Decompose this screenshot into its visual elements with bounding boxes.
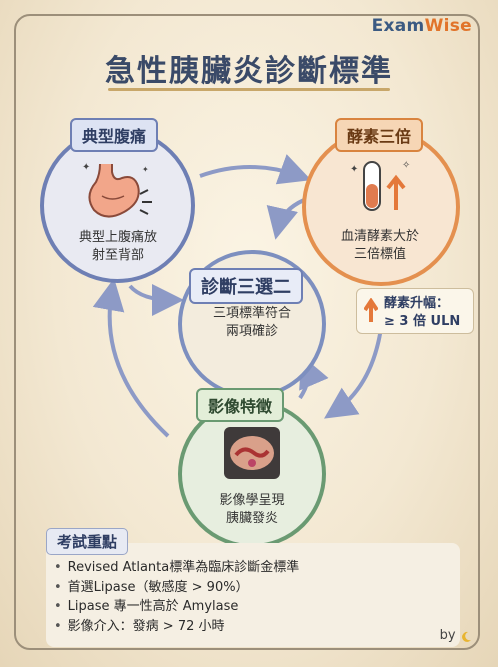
up-arrow-icon — [364, 298, 378, 322]
enzyme-text-line2: 三倍標值 — [353, 247, 406, 262]
diagnosis-text-line2: 兩項確診 — [225, 324, 278, 339]
enzyme-text: 血清酵素大於 三倍標值 — [320, 228, 440, 264]
diagnosis-tag: 診斷三選二 — [189, 268, 303, 304]
enzyme-note-title: 酵素升幅： — [384, 296, 450, 311]
brand-part2: Wise — [424, 16, 472, 36]
arrow-imaging-to-symptom — [92, 278, 170, 438]
title-underline — [108, 88, 390, 91]
brand-logo: ExamWise — [372, 16, 472, 36]
symptom-text-line2: 射至背部 — [91, 248, 144, 263]
imaging-tag: 影像特徵 — [196, 388, 285, 422]
svg-text:✧: ✧ — [402, 160, 410, 171]
test-tube-icon: ✦ ✧ — [350, 160, 410, 211]
list-item: 影像介入：發病 > 72 小時 — [54, 617, 299, 637]
moon-icon — [462, 631, 471, 642]
symptom-text: 典型上腹痛放 射至背部 — [58, 229, 178, 265]
svg-text:✦: ✦ — [350, 164, 358, 175]
enzyme-note-box — [356, 288, 474, 334]
imaging-text-line2: 胰臟發炎 — [225, 511, 278, 526]
imaging-text: 影像學呈現 胰臟發炎 — [188, 492, 316, 528]
footer-by: by — [440, 628, 468, 643]
stomach-icon: ✦ ✦ — [82, 162, 152, 218]
arrow-enzyme-to-diagnosis — [266, 198, 305, 240]
exam-points-title: 考試重點 — [46, 528, 129, 555]
list-item: Lipase 專一性高於 Amylase — [54, 597, 299, 617]
enzyme-tag: 酵素三倍 — [335, 118, 424, 152]
diagnosis-text-line1: 三項標準符合 — [212, 306, 291, 321]
svg-text:✦: ✦ — [142, 165, 149, 174]
symptom-tag: 典型腹痛 — [70, 118, 159, 152]
footer-by-text: by — [439, 628, 456, 643]
enzyme-note-value: ≥ 3 倍 ULN — [384, 314, 461, 329]
arrow-symptom-to-diagnosis — [128, 283, 184, 316]
page-title: 急性胰臟炎診斷標準 — [105, 54, 393, 89]
arrow-symptom-to-enzyme — [199, 154, 312, 185]
svg-text:✦: ✦ — [82, 162, 90, 173]
enzyme-text-line1: 血清酵素大於 — [340, 229, 419, 244]
exam-points-list: Revised Atlanta標準為臨床診斷金標準 首選Lipase（敏感度 >… — [54, 558, 300, 637]
list-item: Revised Atlanta標準為臨床診斷金標準 — [54, 558, 300, 578]
diagnosis-text: 三項標準符合 兩項確診 — [188, 305, 316, 341]
ct-scan-icon — [224, 427, 280, 479]
brand-part1: Exam — [371, 16, 425, 36]
list-item: 首選Lipase（敏感度 > 90%） — [54, 578, 299, 598]
symptom-text-line1: 典型上腹痛放 — [78, 230, 157, 245]
imaging-text-line1: 影像學呈現 — [219, 493, 285, 508]
page-frame — [14, 14, 480, 650]
